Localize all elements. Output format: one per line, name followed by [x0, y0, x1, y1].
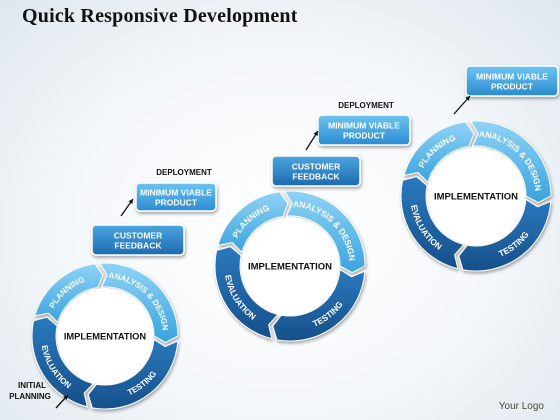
deployment-label-1: DEPLOYMENT: [156, 168, 212, 177]
planning-segment: [403, 121, 475, 184]
customer-feedback-box-2: [271, 155, 361, 187]
evaluation-segment: [214, 246, 279, 340]
deployment-label-2: DEPLOYMENT: [338, 101, 394, 110]
cycle-3: [400, 120, 552, 272]
analysis-design-segment: [469, 120, 552, 204]
planning-segment: [217, 191, 289, 254]
customer-feedback-box-1-bg: [91, 224, 185, 256]
mvp-box-1-text: MINIMUM VIABLE: [140, 188, 212, 198]
planning-segment: [34, 263, 104, 324]
initial-planning-label: PLANNING: [9, 392, 51, 401]
mvp-box-2-bg: [317, 114, 411, 146]
testing-segment: [272, 268, 366, 342]
logo-text: Your Logo: [498, 401, 544, 412]
cycle-1: [31, 262, 179, 410]
cycle-2: [214, 190, 366, 342]
arrow-deploy-1-head: [128, 199, 133, 204]
customer-feedback-box-2-text: CUSTOMER: [292, 162, 341, 172]
mvp-box-2-text: PRODUCT: [343, 131, 386, 141]
mvp-box-1: [135, 182, 217, 212]
arrow-deploy-2: [305, 130, 319, 151]
arrow-deploy-1: [120, 198, 134, 217]
mvp-box-2-text: MINIMUM VIABLE: [328, 121, 400, 131]
analysis-design-segment: [283, 190, 366, 274]
arrow-initial: [55, 394, 69, 409]
analysis-design-segment: [99, 262, 179, 343]
customer-feedback-box-1: [91, 224, 185, 256]
mvp-box-1-bg: [135, 182, 217, 212]
cycle-center: [57, 288, 153, 384]
mvp-box-3-text: MINIMUM VIABLE: [476, 72, 548, 82]
customer-feedback-box-2-bg: [271, 155, 361, 187]
customer-feedback-box-1-text: FEEDBACK: [114, 241, 162, 251]
implementation-label: IMPLEMENTATION: [64, 332, 147, 342]
arrow-deploy-2-head: [313, 131, 318, 136]
page-title: Quick Responsive Development: [22, 5, 298, 27]
customer-feedback-box-1-text: CUSTOMER: [114, 231, 163, 241]
mvp-box-2: [317, 114, 411, 146]
cycle-center: [241, 217, 339, 315]
testing-segment: [87, 338, 179, 410]
initial-planning-label: INITIAL: [18, 381, 46, 390]
implementation-label: IMPLEMENTATION: [434, 192, 518, 203]
mvp-box-1-text: PRODUCT: [155, 198, 198, 208]
testing-segment: [458, 198, 552, 272]
arrow-initial-head: [63, 395, 68, 400]
mvp-box-3: [465, 65, 559, 97]
arrow-deploy-3-head: [465, 96, 470, 101]
mvp-box-3-text: PRODUCT: [491, 82, 534, 92]
cycle-center: [427, 147, 525, 245]
arrow-deploy-3: [453, 95, 471, 115]
evaluation-segment: [400, 176, 465, 270]
implementation-label: IMPLEMENTATION: [248, 262, 332, 273]
evaluation-segment: [31, 316, 95, 408]
mvp-box-3-bg: [465, 65, 559, 97]
customer-feedback-box-2-text: FEEDBACK: [292, 172, 340, 182]
